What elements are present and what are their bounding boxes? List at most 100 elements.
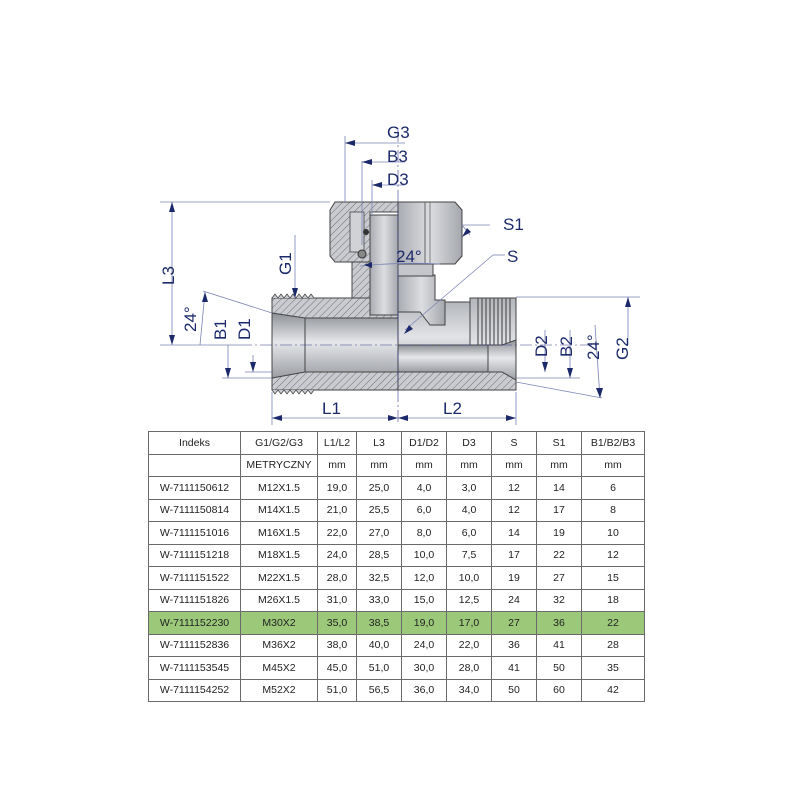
table-cell: 6,0 (401, 498, 447, 522)
table-cell: M22X1.5 (240, 566, 318, 590)
table-cell: B1/B2/B3 (581, 431, 645, 455)
table-cell: 19 (536, 521, 582, 545)
table-cell: M45X2 (240, 656, 318, 680)
table-cell: 30,0 (401, 656, 447, 680)
table-cell: 12 (581, 543, 645, 567)
label-angle-right: 24° (584, 334, 603, 360)
dimension-labels: G3 B3 D3 S1 S 24° L3 G1 24° B1 D1 D2 B2 … (159, 123, 632, 418)
label-l3: L3 (159, 266, 178, 285)
table-cell: W-7111153545 (148, 656, 241, 680)
table-cell: W-7111154252 (148, 678, 241, 702)
table-cell: 12,0 (401, 566, 447, 590)
table-cell: 4,0 (446, 498, 492, 522)
table-cell: L1/L2 (317, 431, 357, 455)
table-cell: 22 (536, 543, 582, 567)
table-cell: 41 (491, 656, 537, 680)
table-cell: 22 (581, 611, 645, 635)
table-cell: M16X1.5 (240, 521, 318, 545)
dimension-lines (160, 136, 640, 425)
table-cell: 21,0 (317, 498, 357, 522)
table-cell: W-7111151218 (148, 543, 241, 567)
label-angle-left: 24° (181, 306, 200, 332)
table-cell: 8,0 (401, 521, 447, 545)
table-cell: 15,0 (401, 588, 447, 612)
table-cell: mm (446, 453, 492, 477)
table-cell: W-7111150612 (148, 476, 241, 500)
table-cell: M30X2 (240, 611, 318, 635)
table-cell: 15 (581, 566, 645, 590)
table-cell: 27,0 (356, 521, 402, 545)
table-cell: 22,0 (446, 633, 492, 657)
table-cell: 38,0 (317, 633, 357, 657)
table-cell: 32,5 (356, 566, 402, 590)
table-cell: Indeks (148, 431, 241, 455)
table-cell: 60 (536, 678, 582, 702)
table-cell: mm (536, 453, 582, 477)
table-cell: 36,0 (401, 678, 447, 702)
table-cell: S (491, 431, 537, 455)
label-g3: G3 (387, 123, 410, 142)
table-cell: mm (401, 453, 447, 477)
label-d3: D3 (387, 170, 409, 189)
table-cell: 28 (581, 633, 645, 657)
table-cell: 25,0 (356, 476, 402, 500)
table-cell: 10 (581, 521, 645, 545)
table-cell: mm (317, 453, 357, 477)
table-cell: mm (581, 453, 645, 477)
table-cell: 56,5 (356, 678, 402, 702)
table-cell: 25,5 (356, 498, 402, 522)
label-g2: G2 (613, 337, 632, 360)
table-cell: 38,5 (356, 611, 402, 635)
table-cell: 14 (536, 476, 582, 500)
table-cell: 50 (491, 678, 537, 702)
table-cell: 6,0 (446, 521, 492, 545)
table-cell: W-7111152230 (148, 611, 241, 635)
table-cell: 17 (536, 498, 582, 522)
table-cell: METRYCZNY (240, 453, 318, 477)
table-cell: 18 (581, 588, 645, 612)
table-cell: 40,0 (356, 633, 402, 657)
table-cell: 12,5 (446, 588, 492, 612)
table-cell: 6 (581, 476, 645, 500)
table-cell: W-7111150814 (148, 498, 241, 522)
label-s: S (507, 247, 518, 266)
table-cell: L3 (356, 431, 402, 455)
table-cell: 24,0 (317, 543, 357, 567)
table-cell: 36 (536, 611, 582, 635)
table-cell: D3 (446, 431, 492, 455)
table-cell: 17 (491, 543, 537, 567)
label-g1: G1 (276, 252, 295, 275)
table-cell: M26X1.5 (240, 588, 318, 612)
label-b2: B2 (557, 336, 576, 357)
tee-fitting-technical-drawing: G3 B3 D3 S1 S 24° L3 G1 24° B1 D1 D2 B2 … (159, 123, 640, 425)
table-cell: 8 (581, 498, 645, 522)
table-cell: W-7111152836 (148, 633, 241, 657)
table-cell: 45,0 (317, 656, 357, 680)
table-cell: 28,0 (446, 656, 492, 680)
label-d2: D2 (532, 335, 551, 357)
table-cell: 10,0 (446, 566, 492, 590)
table-cell: 51,0 (317, 678, 357, 702)
table-cell: 50 (536, 656, 582, 680)
label-d1: D1 (235, 318, 254, 340)
table-cell: 24,0 (401, 633, 447, 657)
table-cell: 17,0 (446, 611, 492, 635)
table-cell: 14 (491, 521, 537, 545)
table-cell: 19 (491, 566, 537, 590)
table-cell: M36X2 (240, 633, 318, 657)
fitting-body (271, 201, 517, 395)
table-cell (148, 453, 241, 477)
table-cell: M12X1.5 (240, 476, 318, 500)
table-cell: 24 (491, 588, 537, 612)
label-s1: S1 (503, 215, 524, 234)
table-cell: 3,0 (446, 476, 492, 500)
table-cell: 22,0 (317, 521, 357, 545)
